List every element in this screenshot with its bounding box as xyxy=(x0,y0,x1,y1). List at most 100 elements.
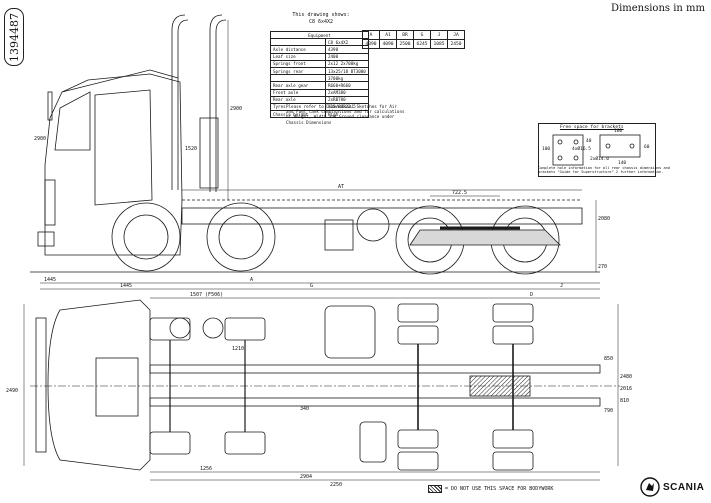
front-wheel-r1 xyxy=(149,431,191,455)
bumper xyxy=(37,231,55,247)
spec-label: Leaf size xyxy=(270,52,326,61)
title-block: This drawing shows: C8 6x4X2 xyxy=(286,12,356,26)
dim-g: G xyxy=(310,283,313,289)
title-line-2: C8 6x4X2 xyxy=(308,19,334,25)
front-wheel-2 xyxy=(206,202,276,272)
dim-ground: 270 xyxy=(598,264,607,270)
spec-label: Axle distance xyxy=(270,45,326,54)
bracket-space-box xyxy=(538,123,656,177)
reference-note: Please refer to Dimensional Sketches for… xyxy=(286,104,405,125)
grille xyxy=(44,179,56,226)
dim-h2: 1520 xyxy=(185,146,197,152)
brand-logo: SCANIA xyxy=(640,477,704,497)
exhaust-stack-1 xyxy=(171,14,186,190)
plan-w2: 2016 xyxy=(620,386,632,392)
mirror xyxy=(47,91,53,121)
rear-wheel-l1b xyxy=(397,325,439,345)
legend-text: = DO NOT USE THIS SPACE FOR BODYWORK xyxy=(445,486,554,492)
spec-value: 2400 xyxy=(325,52,369,61)
plan-ref2: D xyxy=(530,292,533,298)
dim-rear-overhang: 2080 xyxy=(598,216,610,222)
dim-value: 2450 xyxy=(447,39,465,49)
units-label: Dimensions in mm xyxy=(611,3,705,14)
cab-roof xyxy=(61,69,179,93)
legend: = DO NOT USE THIS SPACE FOR BODYWORK xyxy=(428,485,553,493)
cab-top-outline xyxy=(47,299,151,471)
bracket-dim2: 60 xyxy=(644,144,650,150)
bracket-hole-label-2: 2xØ14.0 xyxy=(590,155,609,162)
air-filter xyxy=(199,117,219,189)
bracket-side-profile xyxy=(552,134,584,166)
dim-d1: 722.5 xyxy=(452,190,467,196)
front-wheel-r2 xyxy=(224,431,266,455)
battery-box xyxy=(324,219,354,251)
bracket-w2: 160 xyxy=(614,128,622,134)
plan-bottom3: 2250 xyxy=(330,482,342,488)
bracket-space-title: Free space for brackets xyxy=(560,125,624,130)
title-line-1: This drawing shows: xyxy=(292,12,350,18)
hatch-swatch xyxy=(428,485,442,493)
plan-w4: 790 xyxy=(604,408,613,414)
front-wheel-l2 xyxy=(224,317,266,341)
exhaust-stack-2 xyxy=(177,19,189,190)
front-bumper-plan xyxy=(35,317,47,453)
bracket-hole-label-1: 4xØ16.5 xyxy=(572,145,591,152)
fuel-tank xyxy=(356,208,390,242)
dim-overall: 1445 xyxy=(44,277,56,283)
rear-wheel-r1b xyxy=(397,451,439,471)
plan-w5: 850 xyxy=(604,356,613,362)
cab-roof-hatch xyxy=(95,357,139,417)
spec-label: Chassis height xyxy=(270,110,326,119)
dim-h1: 2900 xyxy=(34,136,46,142)
rear-wheel-r1a xyxy=(397,429,439,449)
dim-cab-height: 2900 xyxy=(230,106,242,112)
exhaust-plan-1 xyxy=(169,317,191,339)
front-wheel-2-hub xyxy=(218,214,264,260)
chassis-rail-right xyxy=(149,397,601,407)
cab-window xyxy=(54,91,91,151)
plan-bottom1: 1256 xyxy=(200,466,212,472)
bracket-dim1: 40 xyxy=(586,138,592,144)
bracket-hole xyxy=(557,155,563,161)
cab-door xyxy=(94,89,153,206)
chassis-rail-left xyxy=(149,364,601,374)
bracket-h: 100 xyxy=(542,146,550,152)
bracket-w: 140 xyxy=(618,160,626,166)
rear-bogie xyxy=(409,229,561,246)
plan-bottom2: 2904 xyxy=(300,474,312,480)
griffin-icon xyxy=(640,477,660,497)
plan-bumper: 1210 xyxy=(232,346,244,352)
exhaust-plan-2 xyxy=(202,317,224,339)
side-view: AT 722.5 2080 270 1445 A G J 2900 1520 2… xyxy=(30,14,610,290)
no-bodywork-zone xyxy=(469,375,531,397)
dimension-table: A A1 BR G J JA 4390 4090 2500 6245 1085 … xyxy=(362,30,465,49)
bracket-space-note: Complete hole information for all rear c… xyxy=(538,166,670,175)
bracket-hole xyxy=(557,139,563,145)
plan-w3: 810 xyxy=(620,398,629,404)
spec-value: 4390 xyxy=(325,45,369,54)
rear-wheel-r2b xyxy=(492,451,534,471)
bracket-hole xyxy=(573,155,579,161)
spec-label xyxy=(270,38,326,47)
bracket-detail: 100 4xØ16.5 2xØ14.0 140 160 40 60 xyxy=(542,128,650,166)
bracket-hole xyxy=(573,139,579,145)
front-wheel-1 xyxy=(111,202,181,272)
plan-w1: 2480 xyxy=(620,374,632,380)
dim-j: J xyxy=(560,283,563,289)
rear-wheel-l2b xyxy=(492,325,534,345)
bracket-hole xyxy=(629,143,635,149)
front-wheel-1-hub xyxy=(123,214,169,260)
fuel-tank-plan xyxy=(324,305,376,359)
bracket-hole xyxy=(605,143,611,149)
chassis-rail xyxy=(181,207,583,225)
plan-ref1: 1507 (F506) xyxy=(190,292,223,298)
spec-value: High xyxy=(325,110,369,119)
rear-wheel-l1a xyxy=(397,303,439,323)
battery-plan xyxy=(359,421,387,463)
dim-front-overhang: 1445 xyxy=(120,283,132,289)
exhaust-stack-3 xyxy=(209,14,223,192)
exhaust-stack-4 xyxy=(215,19,227,192)
